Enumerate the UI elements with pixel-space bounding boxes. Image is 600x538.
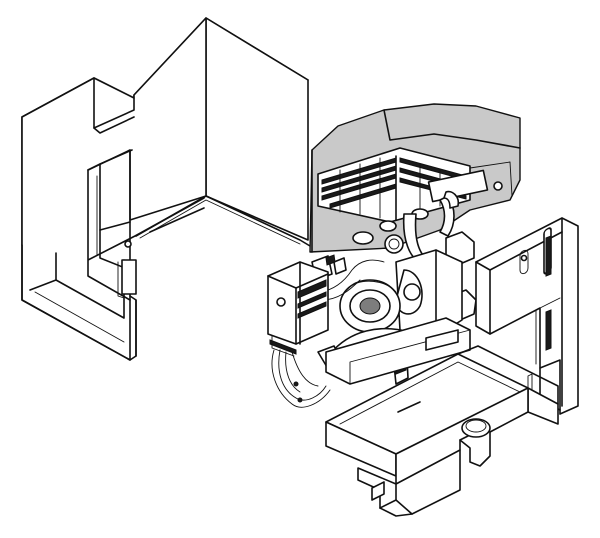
- mounting-slot: [545, 235, 552, 277]
- pipe-connector: [379, 220, 397, 232]
- control-unit-box: [267, 261, 329, 357]
- drain-hole: [461, 418, 491, 438]
- bottom-cover-tray: [325, 345, 559, 517]
- front-casing-cover: [21, 17, 311, 361]
- screw-icon: [276, 297, 286, 307]
- heat-exchanger-fins: [317, 147, 471, 223]
- mounting-slot: [545, 309, 552, 351]
- hydraulic-assembly: [271, 190, 477, 408]
- rear-chassis-frame: [309, 103, 521, 253]
- pipe-connector: [352, 231, 374, 245]
- wall-mounting-bracket: [475, 217, 579, 415]
- pump-motor: [339, 279, 401, 333]
- wire-harness: [271, 349, 331, 408]
- gauge-port: [384, 234, 404, 254]
